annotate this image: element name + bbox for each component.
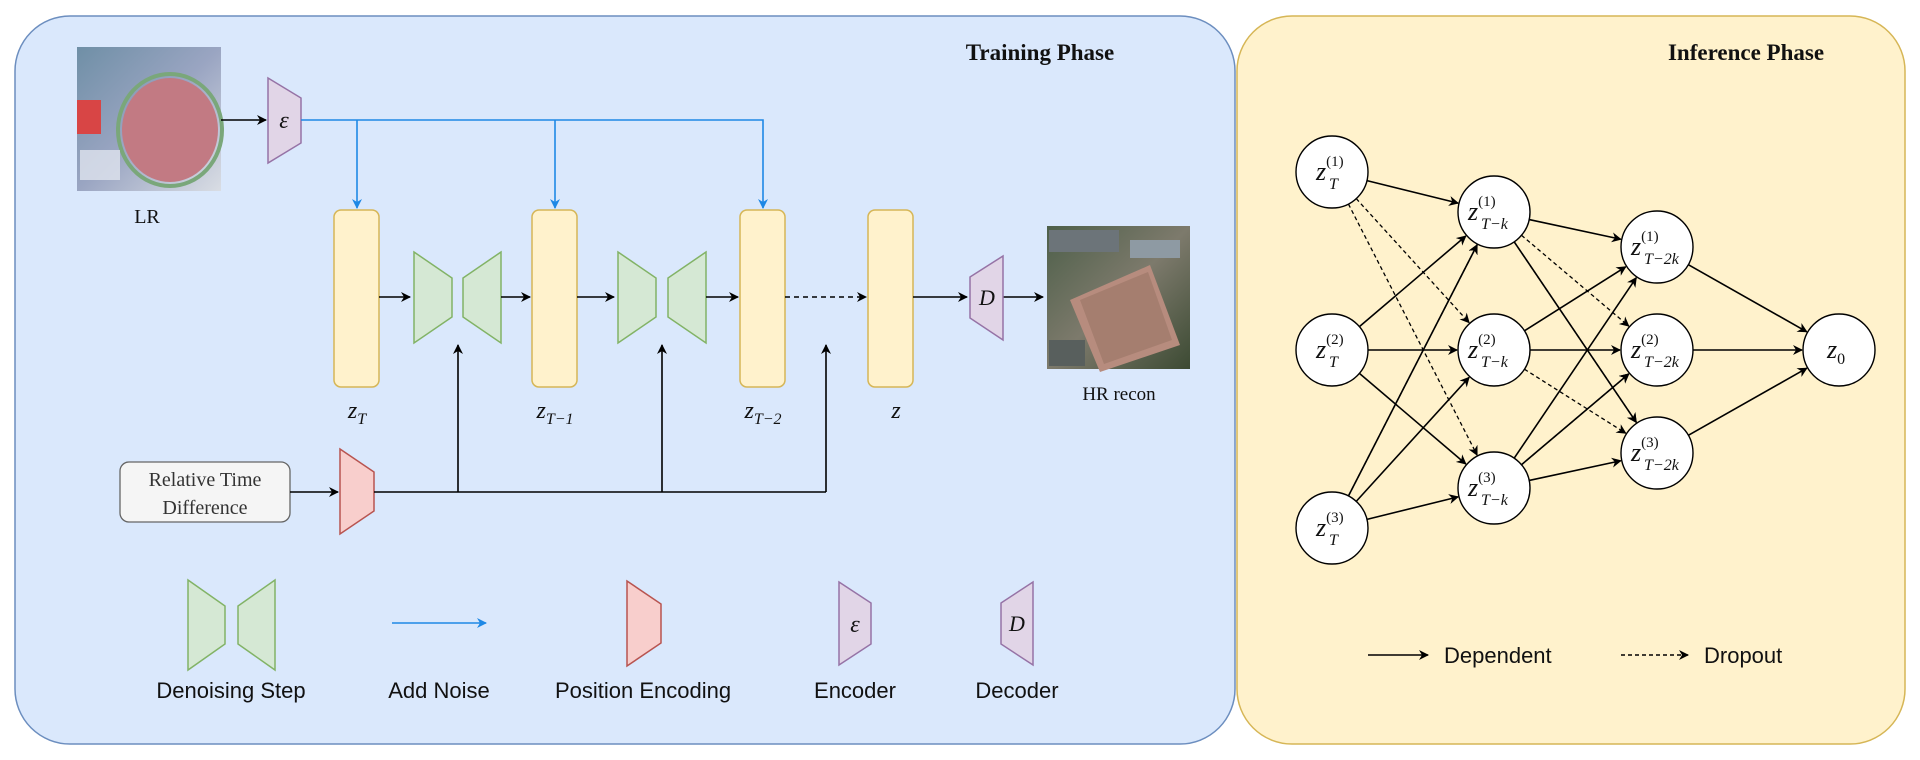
node-zTk1: z(1)T−k: [1457, 175, 1531, 249]
node-label: z0: [1826, 335, 1845, 368]
node-label: z(1)T: [1315, 154, 1344, 193]
legend-encoder-label: Encoder: [814, 678, 896, 703]
training-panel-background: [14, 15, 1236, 745]
inference-panel: Inference Phase z(1)Tz(2)Tz(3)Tz(1)T−kz(…: [1236, 15, 1906, 745]
node-circle: [1295, 313, 1369, 387]
dependent-edge-zT2k1-z0: [1687, 264, 1808, 333]
node-circle: [1620, 313, 1694, 387]
latent-block-zT: [333, 209, 380, 388]
legend-encoder-icon: ε: [838, 580, 872, 667]
training-phase-title: Training Phase: [966, 40, 1114, 65]
dropout-edge-zTk2-zT2k3: [1524, 368, 1627, 434]
latent-label-zT-2: zT−2: [743, 398, 781, 428]
legend-add-noise-label: Add Noise: [388, 678, 490, 703]
dependent-edge-zTk1-zT2k3: [1513, 241, 1637, 424]
node-z0: z0: [1802, 313, 1876, 387]
noise-arrow-main: [301, 119, 768, 209]
legend-pe-icon: [626, 579, 662, 668]
node-zT2k1: z(1)T−2k: [1620, 210, 1694, 284]
node-zT2k2: z(2)T−2k: [1620, 313, 1694, 387]
latent-label-zT: zT: [347, 398, 367, 428]
dependent-edge-zTk1-zT2k1: [1529, 218, 1622, 243]
legend-denoising-icon: [187, 578, 276, 672]
denoising-step-2: [617, 250, 707, 345]
node-circle: [1802, 313, 1876, 387]
node-label: z(2)T: [1315, 332, 1344, 371]
legend-dependent-label: Dependent: [1444, 643, 1552, 668]
latent-label-z: z: [890, 398, 901, 424]
node-zT2k3: z(3)T−2k: [1620, 416, 1694, 490]
inference-phase-title: Inference Phase: [1668, 40, 1824, 65]
dependent-edge-zT1-zTk1: [1366, 179, 1460, 206]
position-encoding-block: [339, 447, 375, 536]
node-circle: [1457, 175, 1531, 249]
rtd-label-line2: Difference: [162, 497, 247, 519]
pe-arrows: [374, 344, 831, 493]
node-label: z(1)T−2k: [1630, 229, 1680, 268]
dependent-edge-zT2-zTk1: [1358, 235, 1467, 328]
dependent-edge-zT3-zTk1: [1347, 244, 1478, 497]
inference-graph-nodes: z(1)T z(2)T z(3)T z(1)T−k z(2)T−k z(3)T−k z(1)…: [1295, 135, 1876, 565]
node-zT1: z(1)T: [1295, 135, 1369, 209]
dependent-edge-zT3-zTk3: [1366, 494, 1460, 521]
node-label: z(1)T−k: [1467, 194, 1509, 233]
node-zTk3: z(3)T−k: [1457, 451, 1531, 525]
svg-text:ε: ε: [850, 612, 860, 638]
node-zT2: z(2)T: [1295, 313, 1369, 387]
latent-block-z: [867, 209, 914, 388]
dependent-edge-zT2-zTk3: [1358, 372, 1467, 465]
encoder-block: ε: [267, 76, 302, 165]
inference-panel-background: [1236, 15, 1906, 745]
lr-label: LR: [134, 206, 160, 228]
latent-block-zT-1: [531, 209, 578, 388]
node-circle: [1457, 313, 1531, 387]
decoder-block: D: [969, 254, 1004, 342]
dropout-edge-zT1-zTk3: [1347, 203, 1478, 456]
dependent-edge-zTk2-zT2k1: [1524, 266, 1627, 332]
inference-graph-edges: [1347, 179, 1808, 521]
dropout-edge-zTk1-zT2k2: [1521, 234, 1630, 327]
node-label: z(3)T−k: [1467, 470, 1509, 509]
lr-image: [77, 47, 224, 191]
legend-decoder-label: Decoder: [975, 678, 1058, 703]
dependent-edge-zT2k3-z0: [1687, 367, 1808, 436]
node-circle: [1295, 135, 1369, 209]
denoising-step-1: [413, 250, 502, 345]
latent-label-zT-1: zT−1: [535, 398, 573, 428]
rtd-label-line1: Relative Time: [149, 469, 262, 491]
dependent-edge-zTk3-zT2k3: [1529, 457, 1622, 482]
svg-text:D: D: [1008, 611, 1025, 636]
node-label: z(3)T: [1315, 510, 1344, 549]
dependent-edge-zTk3-zT2k1: [1513, 276, 1637, 459]
node-label: z(2)T−2k: [1630, 332, 1680, 371]
legend-denoising-label: Denoising Step: [156, 678, 305, 703]
legend-dropout-label: Dropout: [1704, 643, 1782, 668]
node-circle: [1620, 416, 1694, 490]
training-panel: Training Phase LR ε zT zT−1 zT: [14, 15, 1236, 745]
hr-recon-label: HR recon: [1082, 384, 1156, 405]
training-legend: Denoising Step Add Noise Position Encodi…: [156, 578, 1059, 703]
dependent-edge-zTk3-zT2k2: [1520, 373, 1630, 466]
node-circle: [1457, 451, 1531, 525]
node-zTk2: z(2)T−k: [1457, 313, 1531, 387]
legend-decoder-icon: D: [1000, 580, 1034, 667]
node-circle: [1295, 491, 1369, 565]
encoder-symbol: ε: [279, 108, 289, 134]
node-zT3: z(3)T: [1295, 491, 1369, 565]
legend-position-encoding-label: Position Encoding: [555, 678, 731, 703]
decoder-symbol: D: [978, 285, 995, 310]
noise-arrows: [301, 119, 768, 209]
dependent-edge-zT3-zTk2: [1355, 376, 1470, 502]
node-label: z(2)T−k: [1467, 332, 1509, 371]
latent-block-zT-2: [739, 209, 786, 388]
node-label: z(3)T−2k: [1630, 435, 1680, 474]
node-circle: [1620, 210, 1694, 284]
hr-image: [1047, 226, 1190, 372]
